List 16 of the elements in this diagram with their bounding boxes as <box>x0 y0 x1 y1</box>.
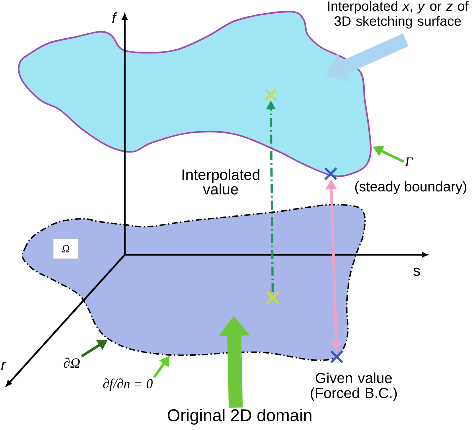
caption-text: (steady boundary) <box>355 181 467 195</box>
cross-mark <box>330 350 344 364</box>
symbol-label: Γ <box>405 158 414 166</box>
text-label: Interpolated value <box>182 169 260 195</box>
symbol-label: ∂Ω <box>64 358 80 368</box>
callout-text: Original 2D domain <box>168 409 312 425</box>
axis-label: r <box>1 362 7 370</box>
caption-text: Given value (Forced B.C.) <box>310 372 397 402</box>
callout-text: Interpolated x, y or z of 3D sketching surface <box>328 1 469 29</box>
axis-label: f <box>112 12 118 24</box>
cross-mark <box>264 88 278 102</box>
symbol-box: Ω <box>53 238 79 260</box>
cross-mark <box>266 291 280 305</box>
axis-label: s <box>414 268 420 276</box>
cross-mark <box>324 167 338 181</box>
equation-label: ∂f/∂n = 0 <box>103 378 153 392</box>
